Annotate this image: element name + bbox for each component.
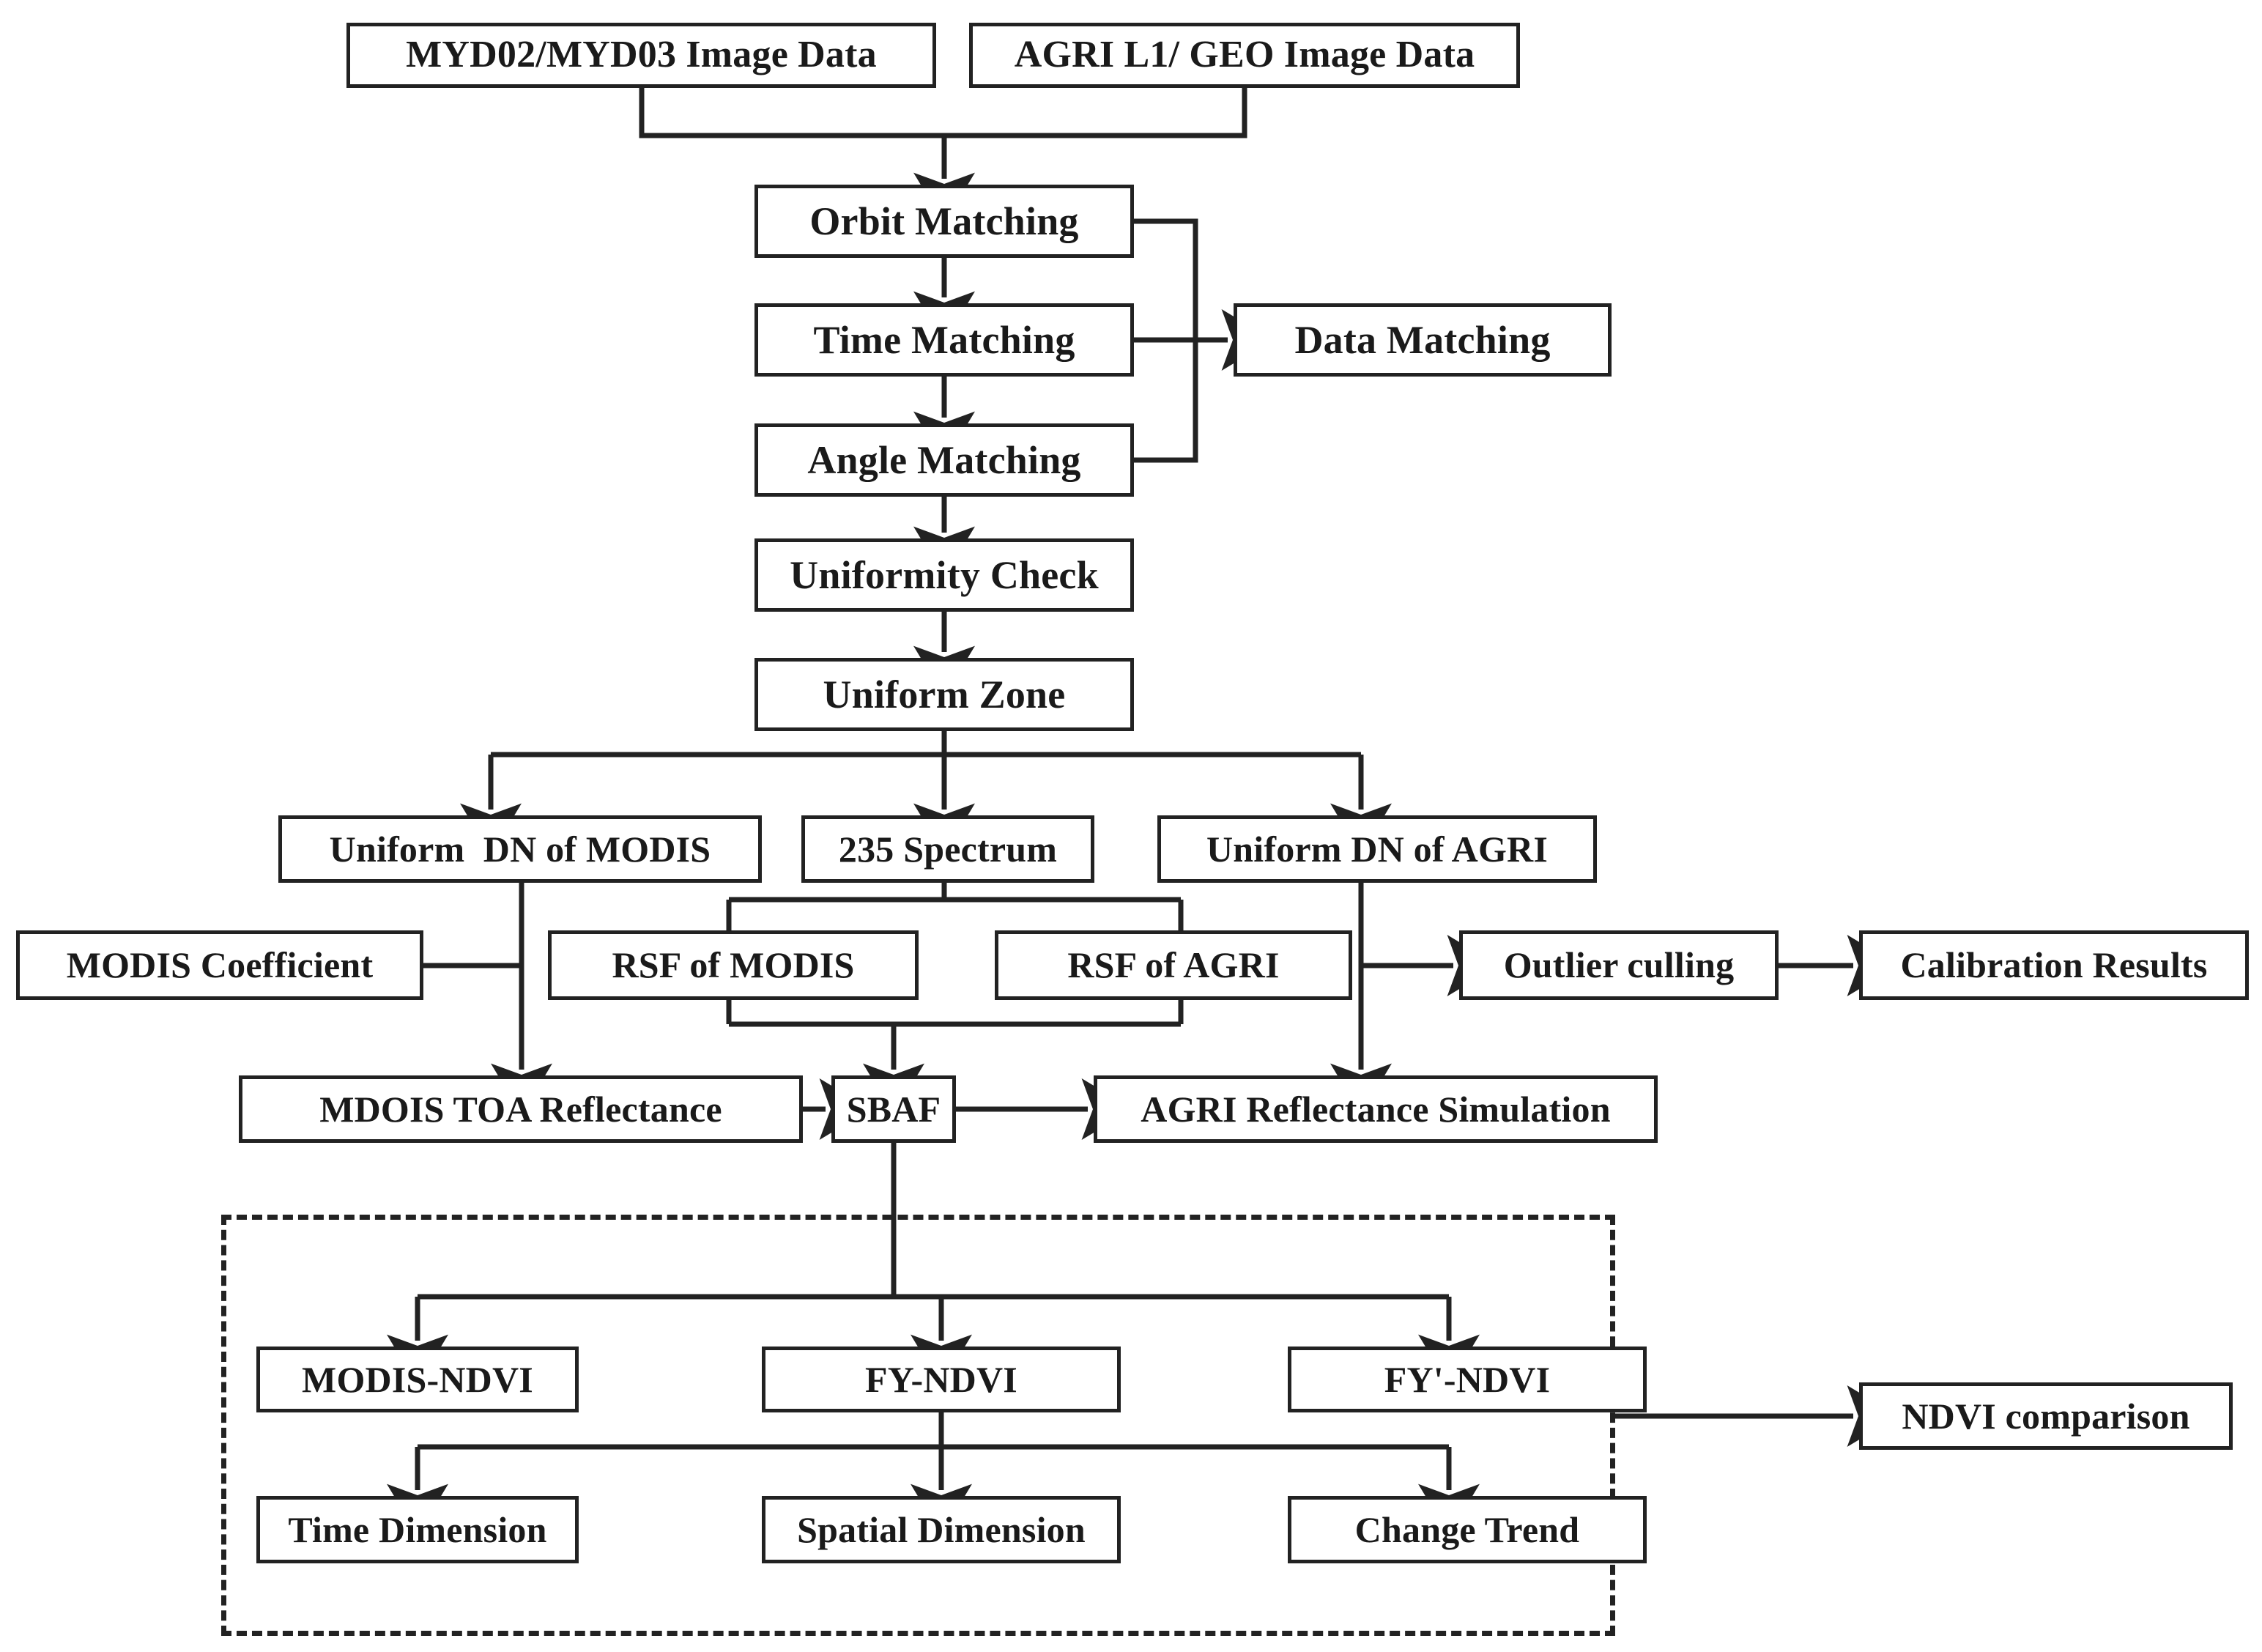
node-time-dimension[interactable]: Time Dimension: [256, 1496, 579, 1563]
node-myd02-image-data[interactable]: MYD02/MYD03 Image Data: [346, 23, 936, 88]
edge-sources-merge: [639, 88, 1247, 138]
node-uniformity-check[interactable]: Uniformity Check: [754, 538, 1134, 612]
node-data-matching[interactable]: Data Matching: [1234, 303, 1612, 377]
node-time-matching[interactable]: Time Matching: [754, 303, 1134, 377]
node-modis-coefficient[interactable]: MODIS Coefficient: [16, 930, 423, 1000]
node-fy-prime-ndvi[interactable]: FY'-NDVI: [1288, 1347, 1647, 1412]
node-rsf-of-modis[interactable]: RSF of MODIS: [548, 930, 919, 1000]
node-uniform-zone[interactable]: Uniform Zone: [754, 658, 1134, 731]
node-sbaf[interactable]: SBAF: [831, 1075, 956, 1143]
node-uniform-dn-of-agri[interactable]: Uniform DN of AGRI: [1157, 815, 1597, 883]
node-ndvi-comparison[interactable]: NDVI comparison: [1859, 1382, 2233, 1450]
ndvi-analysis-group: [221, 1215, 1615, 1636]
node-modis-ndvi[interactable]: MODIS-NDVI: [256, 1347, 579, 1412]
node-rsf-of-agri[interactable]: RSF of AGRI: [995, 930, 1352, 1000]
node-outlier-culling[interactable]: Outlier culling: [1459, 930, 1779, 1000]
node-fy-ndvi[interactable]: FY-NDVI: [762, 1347, 1121, 1412]
node-spatial-dimension[interactable]: Spatial Dimension: [762, 1496, 1121, 1563]
node-calibration-results[interactable]: Calibration Results: [1859, 930, 2249, 1000]
node-angle-matching[interactable]: Angle Matching: [754, 423, 1134, 497]
node-agri-reflectance-simulation[interactable]: AGRI Reflectance Simulation: [1094, 1075, 1658, 1143]
node-uniform-dn-of-modis[interactable]: Uniform DN of MODIS: [278, 815, 762, 883]
edge-matching-bracket: [1134, 218, 1198, 463]
node-orbit-matching[interactable]: Orbit Matching: [754, 185, 1134, 258]
node-agri-l1-geo-image-data[interactable]: AGRI L1/ GEO Image Data: [969, 23, 1520, 88]
node-change-trend[interactable]: Change Trend: [1288, 1496, 1647, 1563]
node-235-spectrum[interactable]: 235 Spectrum: [801, 815, 1094, 883]
node-mdois-toa-reflectance[interactable]: MDOIS TOA Reflectance: [239, 1075, 803, 1143]
